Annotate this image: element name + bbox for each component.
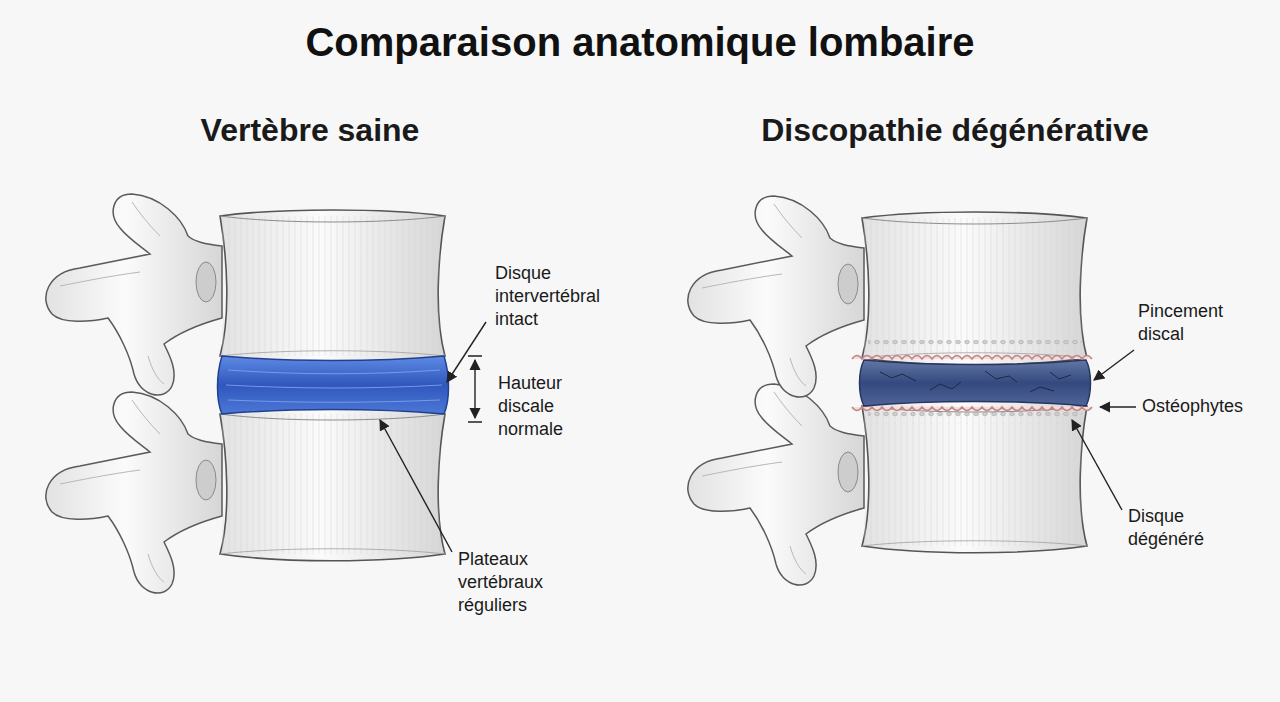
leader-line — [1072, 420, 1122, 510]
dimension-line — [474, 360, 475, 418]
panel-heading: Vertèbre saine — [90, 110, 530, 151]
part-label: Disque intervertébral intact — [495, 262, 625, 331]
dimension-ticks — [468, 356, 482, 422]
osteophyte-rim — [852, 356, 1092, 360]
part-label: Plateaux vertébraux réguliers — [458, 548, 562, 617]
leader-line — [380, 420, 452, 552]
disc-fibres — [226, 370, 442, 402]
panel-heading: Discopathie dégénérative — [715, 110, 1195, 151]
degenerated-disc — [860, 360, 1091, 406]
dimension-label: Hauteur discale normale — [498, 372, 586, 441]
lower-vertebra — [688, 384, 1087, 585]
leader-line — [447, 322, 486, 382]
part-label: Disque dégénéré — [1128, 505, 1228, 551]
disc-cracks — [880, 371, 1071, 392]
degenerated-bone — [868, 412, 1082, 424]
diagram-title: Comparaison anatomique lombaire — [0, 18, 1280, 66]
leader-line — [1100, 406, 1136, 407]
osteophyte-rim — [852, 407, 1092, 411]
healthy-disc — [218, 356, 449, 414]
part-label: Pincement discal — [1138, 300, 1242, 346]
part-label: Ostéophytes — [1142, 395, 1243, 418]
leader-line — [1094, 350, 1134, 380]
lower-vertebra — [46, 392, 445, 593]
degenerated-bone — [868, 340, 1082, 352]
